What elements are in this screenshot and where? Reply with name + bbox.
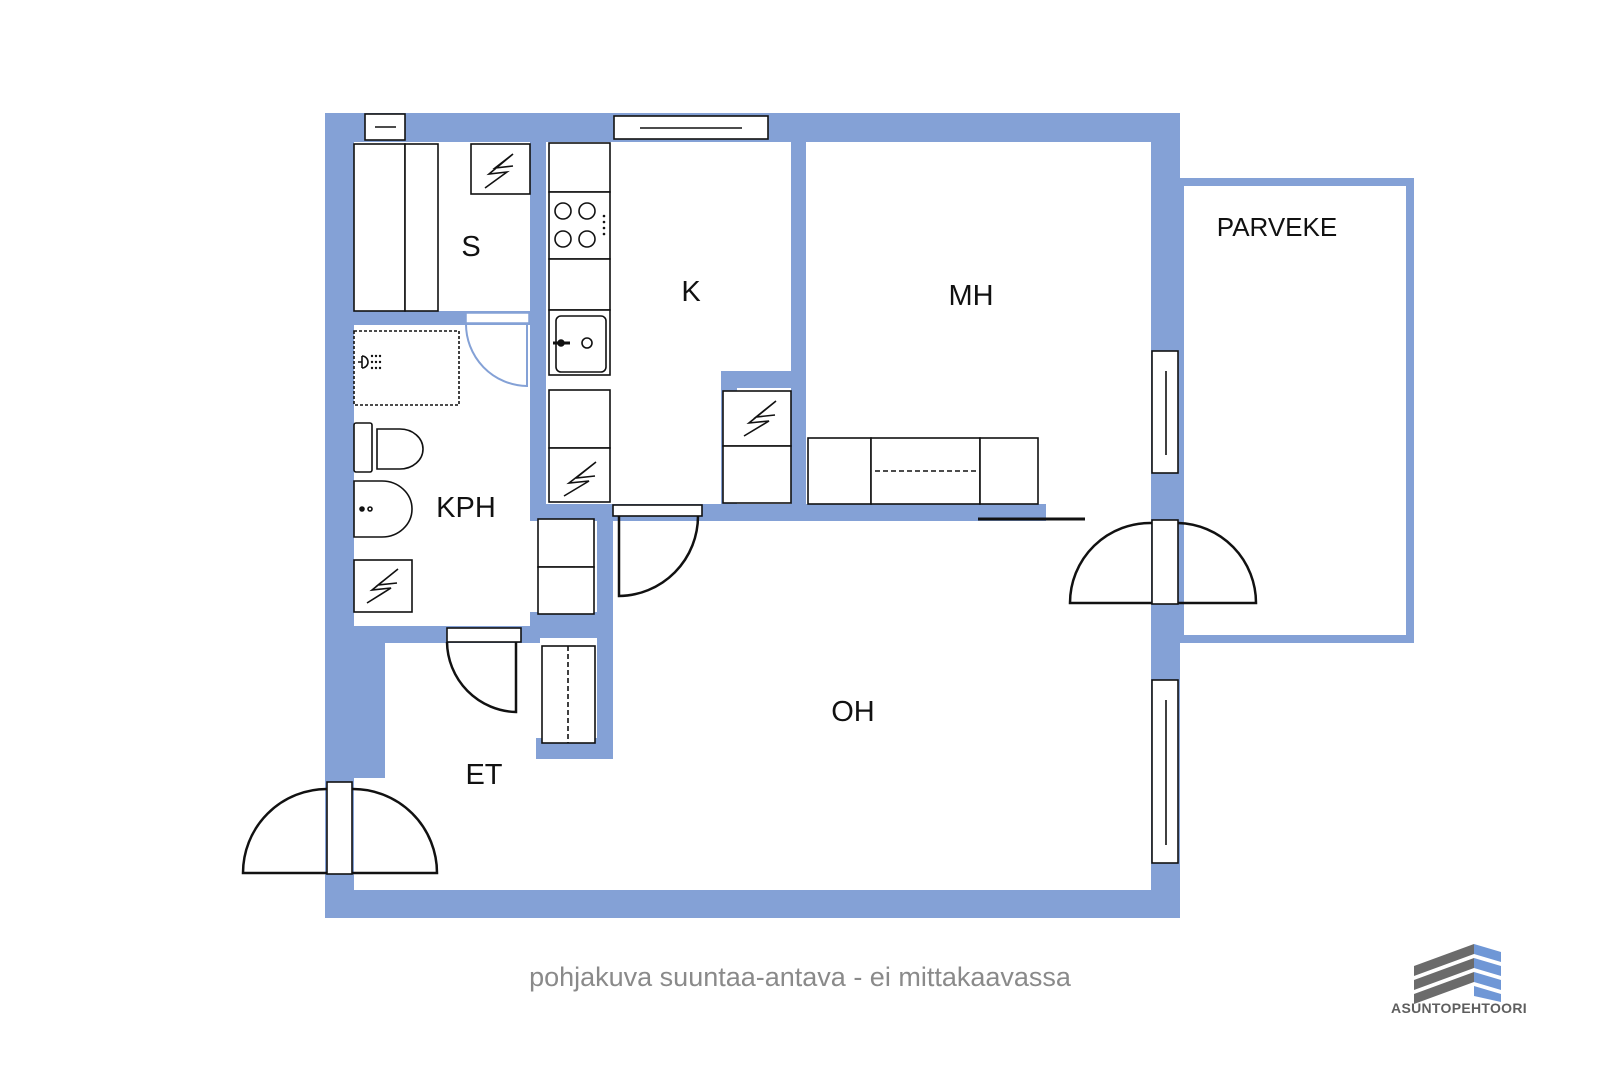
room-label-s: S <box>461 231 480 263</box>
window-mh <box>1151 350 1179 474</box>
shower-icon <box>353 330 460 406</box>
door-kitchen <box>612 504 703 598</box>
wardrobe-right <box>979 437 1039 505</box>
door-balcony <box>1068 519 1258 605</box>
hall-closet <box>541 645 596 744</box>
wall-closet-top <box>530 612 613 638</box>
wall-bath-kitchen <box>530 142 546 520</box>
kitchen-nook-electric-icon <box>722 390 792 447</box>
kitchen-cabinet-lower <box>548 389 611 449</box>
wall-entry-pier <box>325 640 385 778</box>
room-label-kph: KPH <box>436 492 496 524</box>
windows <box>364 113 1179 864</box>
door-sauna <box>464 312 530 388</box>
door-bathroom <box>445 627 522 714</box>
doors <box>241 312 1258 875</box>
door-entrance <box>241 781 439 875</box>
wall-kitchen-mh <box>791 142 806 521</box>
hall-cabinet-lower <box>537 566 595 615</box>
fixtures <box>353 142 1039 744</box>
sauna-bench-lower <box>353 143 406 312</box>
building-stripes-icon <box>1414 944 1501 1004</box>
room-label-et: ET <box>465 759 502 791</box>
stove-icon <box>548 191 611 260</box>
room-labels: S K MH KPH OH ET PARVEKE <box>436 212 1337 791</box>
washbasin-icon <box>353 480 413 538</box>
toilet-icon <box>353 422 424 473</box>
kitchen-nook-cabinet <box>722 445 792 504</box>
walls <box>325 113 1414 918</box>
wall-kitchen-nook <box>721 371 806 388</box>
kitchen-counter <box>548 258 611 311</box>
balcony-outline <box>1176 178 1414 643</box>
sauna-stove-icon <box>470 143 531 195</box>
kitchen-sink-icon <box>548 309 611 376</box>
fridge-electric-icon <box>548 447 611 503</box>
sauna-bench-upper <box>404 143 439 312</box>
hall-cabinet-upper <box>537 518 595 568</box>
brand-name: ASUNTOPEHTOORI <box>1391 1000 1527 1016</box>
window-oh <box>1151 679 1179 864</box>
wardrobe-left <box>807 437 872 505</box>
wardrobe-middle <box>870 437 981 505</box>
room-label-k: K <box>681 276 701 308</box>
electric-unit-bath-icon <box>353 559 413 613</box>
room-label-oh: OH <box>831 696 875 728</box>
room-label-mh: MH <box>948 280 993 312</box>
room-label-parveke: PARVEKE <box>1217 212 1337 242</box>
kitchen-cabinet-top <box>548 142 611 193</box>
disclaimer-caption: pohjakuva suuntaa-antava - ei mittakaava… <box>529 962 1071 992</box>
wall-bottom <box>325 890 1180 918</box>
